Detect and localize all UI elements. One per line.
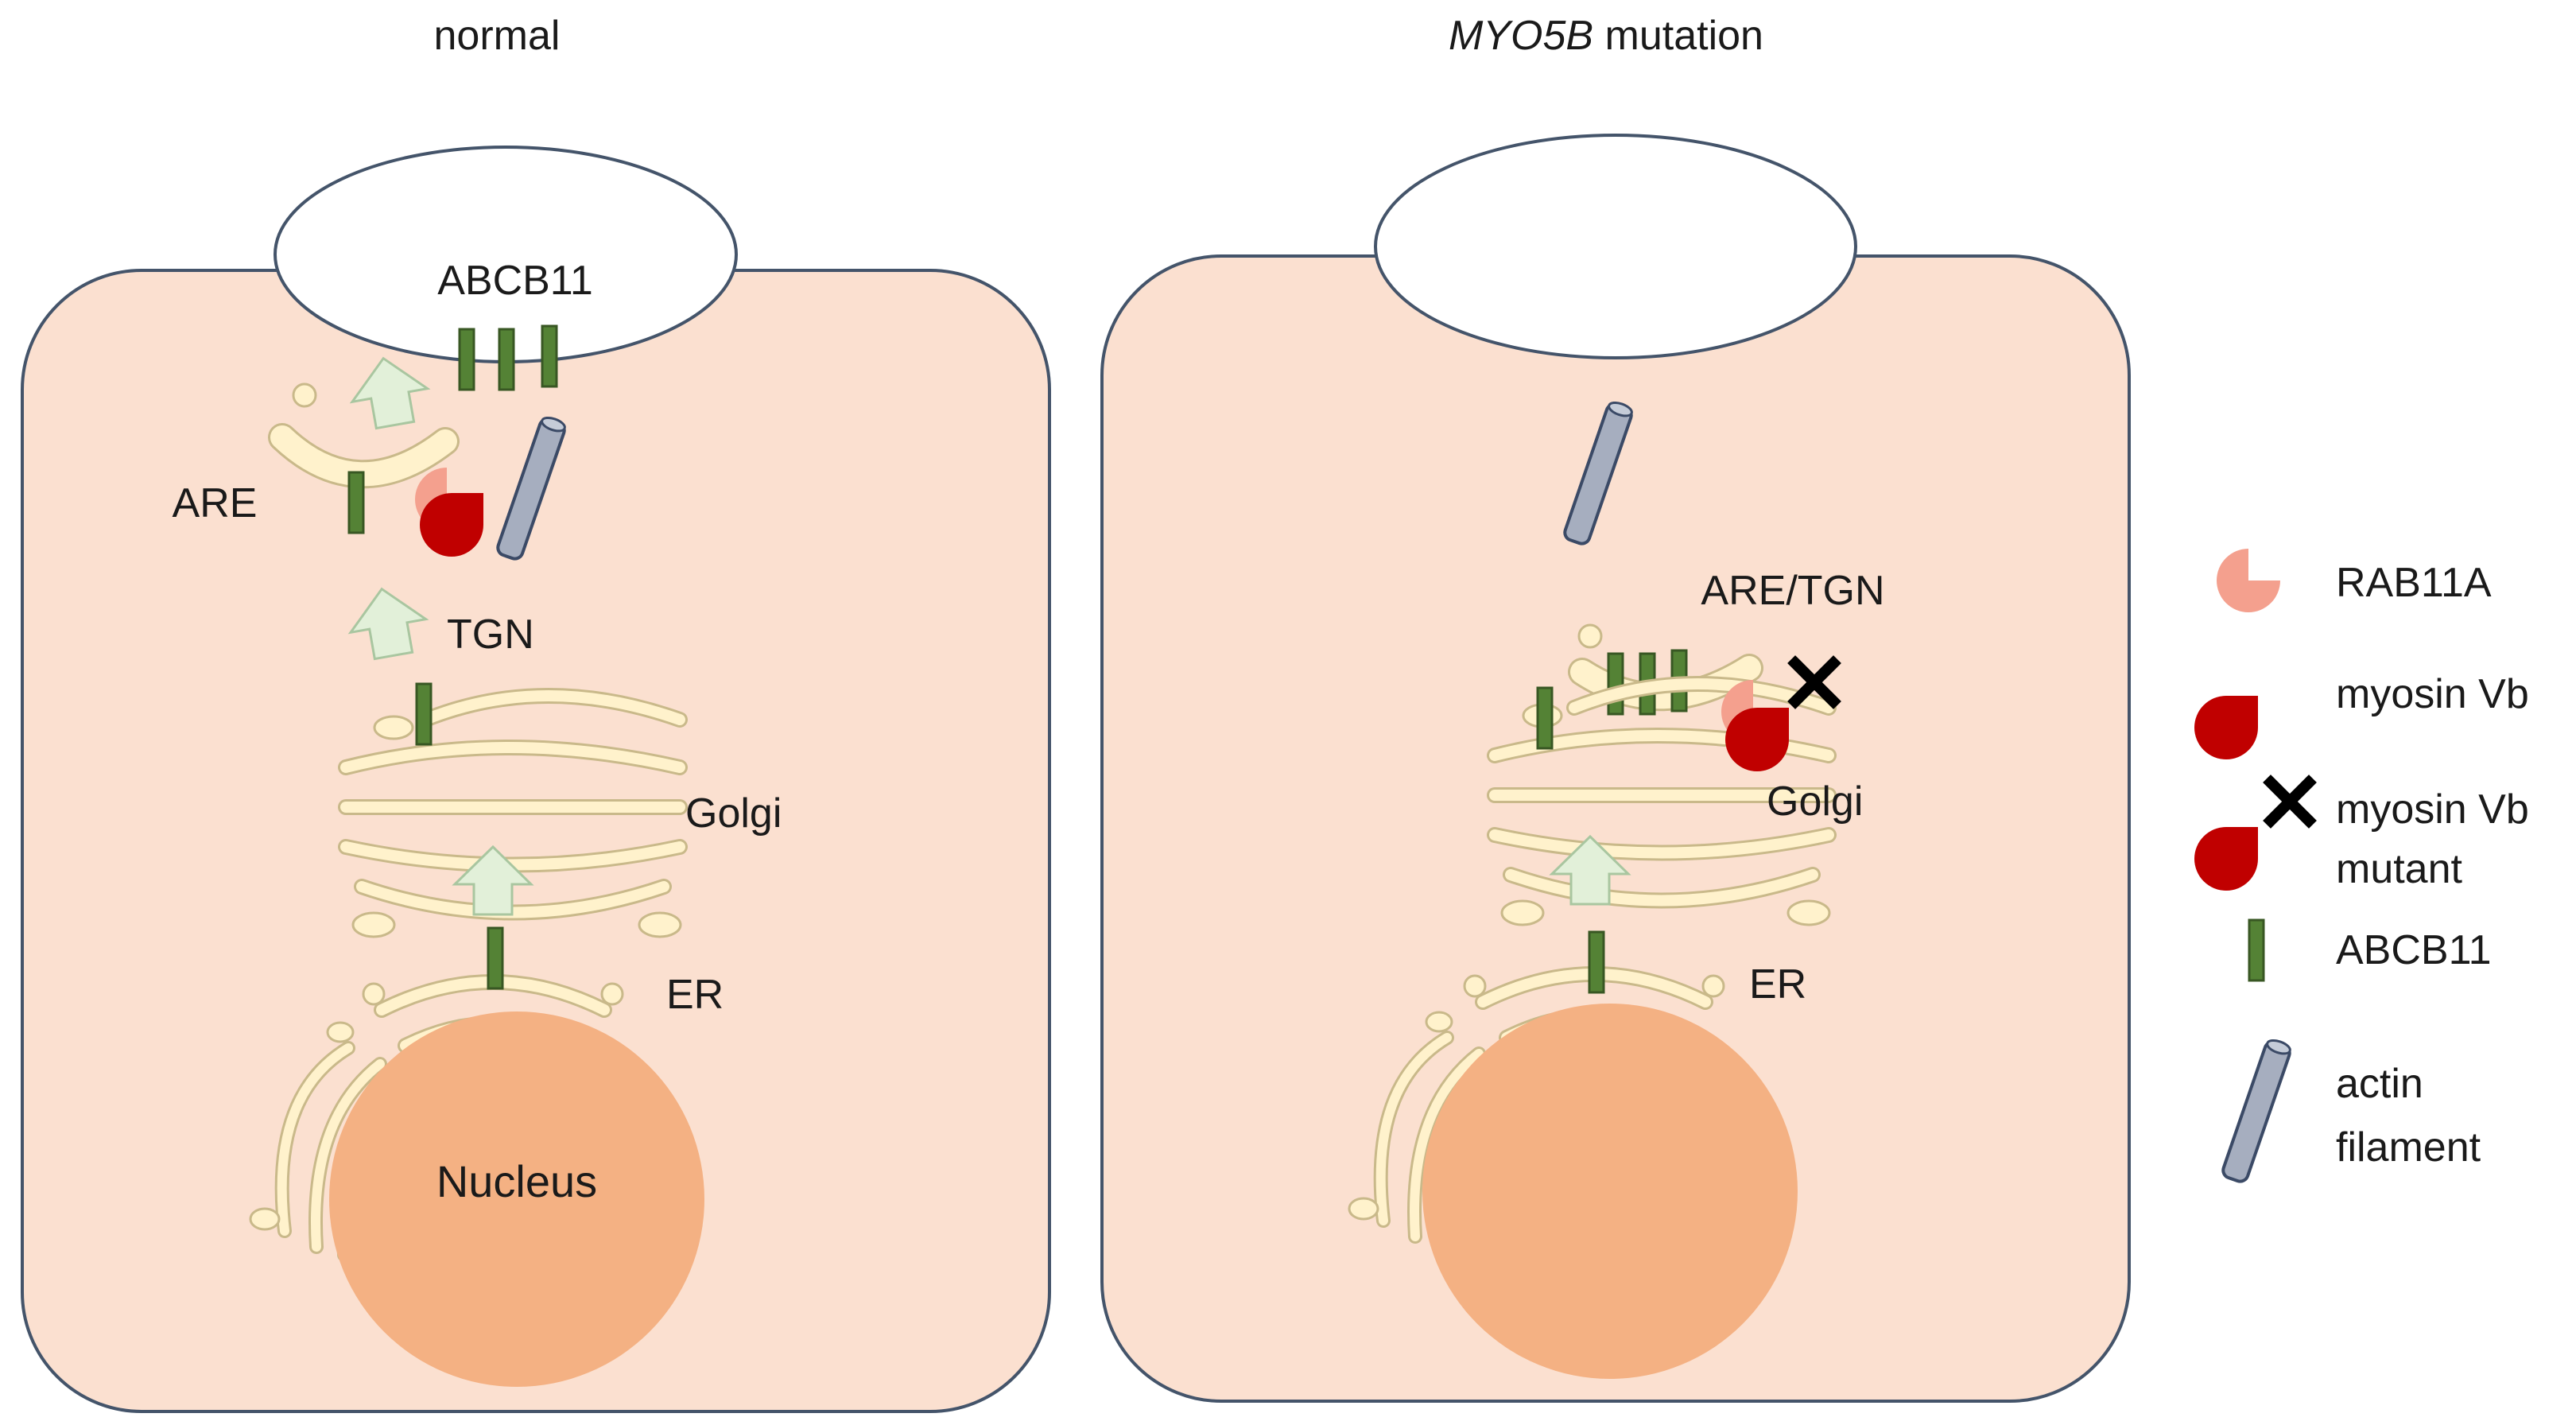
normal-label-abcb11: ABCB11	[437, 258, 593, 304]
legend-label-myosin-vb-mutant-1: myosin Vb	[2336, 786, 2529, 833]
legend-label-myosin-vb: myosin Vb	[2336, 671, 2529, 717]
mutant-lumen	[1374, 134, 1857, 359]
legend: RAB11A myosin Vb myosin Vb mutant ABCB11…	[2194, 549, 2529, 1186]
normal-label-er: ER	[666, 972, 724, 1018]
legend-label-abcb11: ABCB11	[2336, 927, 2492, 973]
legend-mutation-cross-icon	[2271, 782, 2309, 821]
legend-label-actin-2: filament	[2336, 1124, 2481, 1171]
legend-myosin-vb-icon	[2194, 696, 2258, 759]
normal-abcb11-golgi	[415, 682, 433, 746]
mutant-abcb11-golgi	[1536, 686, 1554, 750]
normal-abcb11-are	[347, 471, 365, 534]
mutant-vesicle	[1577, 623, 1603, 649]
normal-vesicle	[292, 382, 317, 408]
legend-actin-icon	[2219, 1035, 2295, 1186]
legend-label-actin-1: actin	[2336, 1061, 2423, 1107]
mutant-abcb11-er	[1588, 930, 1605, 994]
normal-myosin-vb	[420, 493, 483, 557]
normal-label-golgi: Golgi	[685, 790, 782, 837]
mutant-label-are-tgn: ARE/TGN	[1701, 568, 1884, 614]
mutant-title: MYO5B mutation	[1449, 13, 1763, 59]
normal-label-are: ARE	[173, 480, 258, 526]
legend-label-rab11a: RAB11A	[2336, 560, 2492, 606]
normal-nucleus	[329, 1011, 704, 1387]
legend-rab11a-icon	[2217, 549, 2280, 612]
legend-label-myosin-vb-mutant-2: mutant	[2336, 846, 2463, 892]
legend-myosin-vb-mutant-icon	[2194, 827, 2258, 891]
normal-title: normal	[434, 13, 561, 59]
normal-panel: normal ABCB11 ARE TGN Golgi ER	[21, 13, 1051, 1413]
mutant-myosin-vb	[1725, 708, 1789, 771]
normal-label-nucleus: Nucleus	[436, 1156, 597, 1206]
normal-abcb11-er	[487, 926, 504, 990]
legend-abcb11-icon	[2248, 918, 2265, 982]
mutant-label-er: ER	[1749, 961, 1806, 1008]
normal-label-tgn: TGN	[447, 612, 534, 658]
mutant-label-golgi: Golgi	[1767, 779, 1863, 825]
mutant-panel: MYO5B mutation ARE/TGN Golgi ER	[1100, 13, 2131, 1403]
normal-abcb11-membrane	[458, 324, 558, 391]
mutant-nucleus	[1422, 1004, 1798, 1379]
